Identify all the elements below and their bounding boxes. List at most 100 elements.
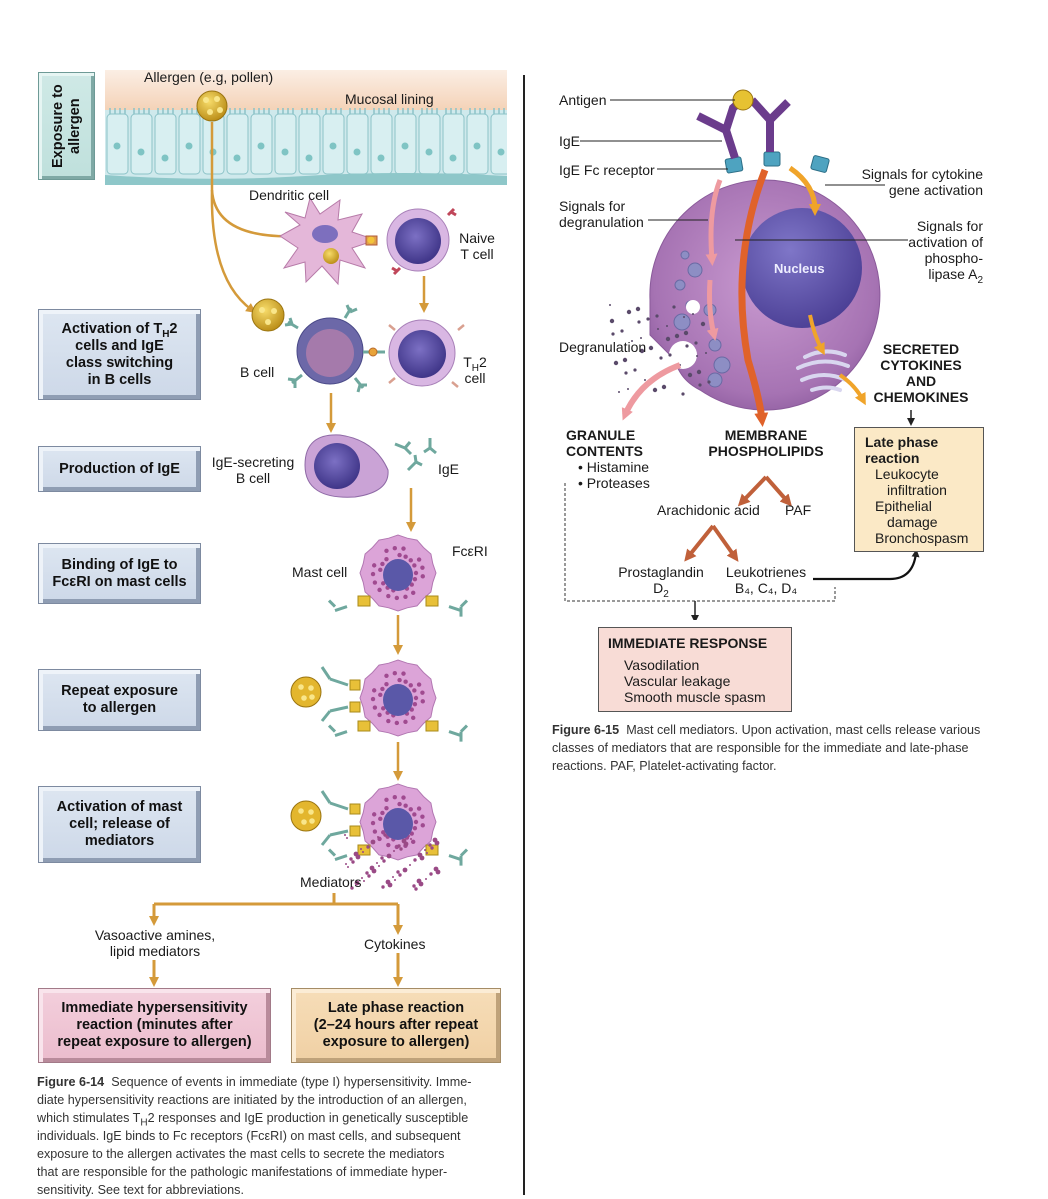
figure-6-15-caption: Figure 6-15 Mast cell mediators. Upon ac…	[552, 721, 992, 775]
label-line: B cell	[235, 470, 271, 486]
ige-secreting-b-cell-icon	[304, 434, 389, 498]
granule-release-arrow	[621, 362, 682, 421]
label-line: CHEMOKINES	[873, 389, 969, 405]
antigen-label: Antigen	[559, 92, 607, 108]
mucosal-lining-label: Mucosal lining	[345, 91, 434, 107]
figure-label: Figure 6-14	[37, 1075, 105, 1089]
label-line: gene activation	[888, 182, 983, 198]
label-line: cell	[464, 370, 486, 386]
label-line: AND	[905, 373, 937, 389]
ige-label-right: IgE	[559, 133, 581, 149]
hypersensitivity-sequence-diagram	[149, 90, 469, 987]
label-line: GRANULE	[566, 427, 636, 443]
step-label-line: to allergen	[82, 700, 157, 716]
figure-label: Figure 6-15	[552, 723, 620, 737]
immediate-response-title: IMMEDIATE RESPONSE	[608, 635, 768, 651]
step-label-line: Repeat exposure	[61, 683, 178, 699]
label-line: lipid mediators	[109, 943, 201, 959]
label-line: T	[463, 354, 472, 370]
step-box-production: Production of IgE	[38, 446, 201, 492]
caption-line: sensitivity. See text for abbreviations.	[37, 1183, 244, 1197]
mast-cell-icon	[290, 783, 469, 866]
mucosal-lining-illustration	[105, 70, 507, 185]
b-cell-label: B cell	[240, 364, 275, 380]
epithelial-cell	[226, 113, 249, 175]
caption-line: Sequence of events in immediate (type I)…	[111, 1075, 472, 1089]
subscript: H	[471, 362, 479, 374]
step-label-line: cell; release of	[69, 816, 170, 832]
granules-icon	[673, 250, 731, 388]
label-line: Late phase	[865, 434, 939, 450]
subscript: H	[140, 1117, 148, 1129]
epithelial-cells	[106, 108, 507, 175]
late-phase-item: Epithelial	[875, 498, 932, 514]
ige-fc-receptor-label: IgE Fc receptor	[559, 162, 655, 178]
label-line: Leukotrienes	[725, 564, 807, 580]
label-line: MEMBRANE	[724, 427, 808, 443]
label-line: degranulation	[559, 214, 644, 230]
figure-6-14-caption: Figure 6-14 Sequence of events in immedi…	[37, 1073, 505, 1199]
box-line: repeat exposure to allergen)	[57, 1034, 252, 1050]
caption-line: diate hypersensitivity reactions are ini…	[37, 1093, 467, 1107]
ige-fc-receptor-icon	[724, 151, 830, 174]
late-phase-item: infiltration	[887, 482, 947, 498]
caption-line: exposure to the allergen activates the m…	[37, 1147, 445, 1161]
list-item: • Proteases	[578, 475, 650, 491]
step-label-line: 2	[169, 320, 178, 337]
dendritic-cell-label: Dendritic cell	[249, 187, 330, 203]
caption-line: classes of mediators that are responsibl…	[552, 741, 969, 755]
box-line: exposure to allergen)	[322, 1034, 470, 1050]
late-phase-item: Bronchospasm	[875, 530, 969, 546]
label-line: Prostaglandin	[618, 564, 704, 580]
arrow-to-dendritic	[210, 122, 305, 242]
degranulation-vesicle	[669, 341, 697, 369]
label-line: lipase A	[928, 266, 978, 282]
mast-cell-icon	[327, 534, 469, 617]
allergen-pollen-icon	[196, 90, 228, 122]
label-line: IgE-secreting	[211, 454, 295, 470]
ige-label: IgE	[438, 461, 460, 477]
phospholipase-signal-arrow	[738, 168, 769, 427]
label-line: Naive	[459, 230, 495, 246]
paf-label: PAF	[785, 502, 812, 518]
epithelial-cell	[274, 113, 297, 175]
mast-cell-icon	[290, 659, 469, 742]
caption-line: individuals. IgE binds to Fc receptors (…	[37, 1129, 461, 1143]
leader-lines	[580, 99, 908, 241]
label-line: B₄, C₄, D₄	[734, 580, 798, 596]
degranulation-signal-arrow	[705, 179, 723, 266]
mast-cell-label: Mast cell	[292, 564, 348, 580]
allergen-pollen-icon	[251, 298, 285, 332]
dashed-bracket	[564, 483, 836, 602]
column-divider	[523, 75, 525, 1195]
immediate-response-item: Smooth muscle spasm	[624, 689, 766, 705]
step-box-activation: Activation of TH2 cells and IgE class sw…	[38, 309, 201, 400]
box-line: Late phase reaction	[327, 1000, 465, 1016]
label-line: Signals for cytokine	[861, 166, 983, 182]
ige-antibody-icons	[394, 438, 437, 472]
caption-line: Mast cell mediators. Upon activation, ma…	[626, 723, 981, 737]
arrow-to-b-cell	[210, 189, 257, 313]
mediator-granules	[344, 833, 441, 891]
mucus-layer	[105, 70, 507, 115]
degranulation-label: Degranulation	[559, 339, 647, 355]
caption-line: which stimulates T	[37, 1111, 141, 1125]
phospholipid-branch-arrows	[684, 475, 792, 562]
label-line: Vasoactive amines,	[94, 927, 216, 943]
antigen-icon	[732, 89, 754, 111]
late-phase-item: damage	[887, 514, 938, 530]
dendritic-cell-icon	[279, 196, 378, 286]
box-line: (2–24 hours after repeat	[313, 1017, 479, 1033]
list-item: • Histamine	[578, 459, 650, 475]
epithelial-cell	[154, 113, 177, 175]
box-line: Immediate hypersensitivity	[61, 1000, 248, 1016]
step-box-exposure: Exposure to allergen	[38, 72, 95, 180]
step-label-line: in B cells	[87, 371, 152, 388]
